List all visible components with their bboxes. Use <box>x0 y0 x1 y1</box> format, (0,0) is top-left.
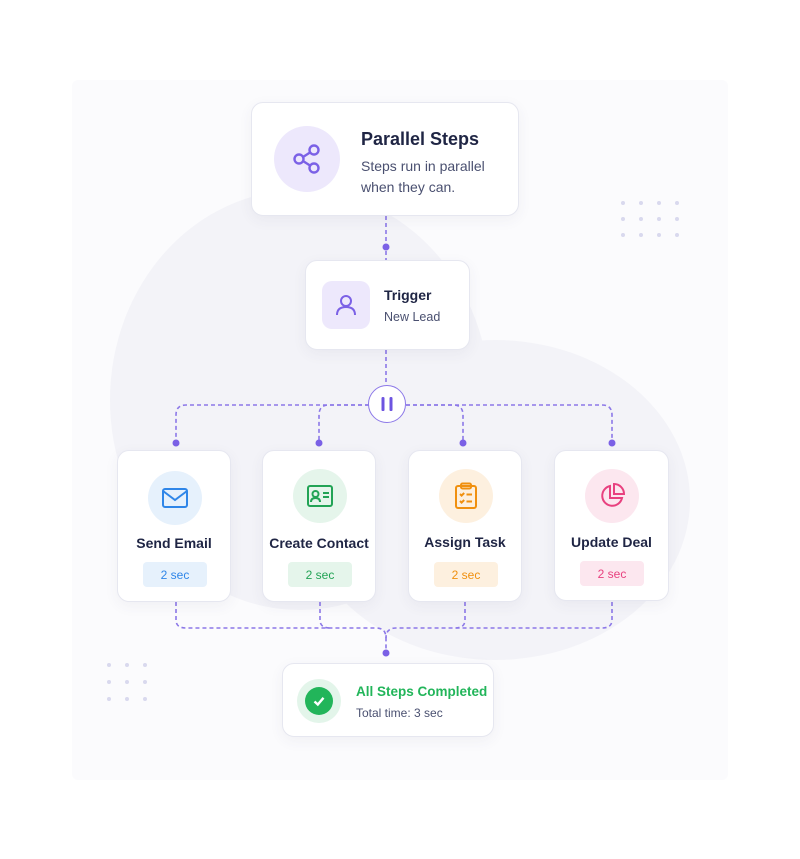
connector-dot <box>459 439 467 447</box>
clipboard-icon <box>439 469 493 523</box>
parallel-node[interactable] <box>368 385 406 423</box>
share-icon <box>274 126 340 192</box>
trigger-title: Trigger <box>384 287 432 303</box>
dot-grid-bottom-left <box>107 663 147 701</box>
step-time-badge: 2 sec <box>434 562 498 587</box>
header-title: Parallel Steps <box>361 129 480 149</box>
check-icon <box>297 679 341 723</box>
header-desc-line1: Steps run in parallel <box>361 158 485 174</box>
connector-join-right <box>385 602 613 639</box>
connector-split-contact <box>318 404 369 443</box>
header-desc-line2: when they can. <box>361 179 456 195</box>
dot-grid-top-right <box>621 201 679 237</box>
connector-join-left <box>175 602 387 653</box>
step-card-send-email[interactable]: Send Email 2 sec <box>117 450 231 602</box>
header-card: Parallel Steps Steps run in parallel whe… <box>251 102 519 216</box>
step-label: Send Email <box>136 535 212 551</box>
step-card-create-contact[interactable]: Create Contact 2 sec <box>262 450 376 602</box>
connector-dot <box>382 649 390 657</box>
step-label: Create Contact <box>269 535 369 551</box>
step-card-update-deal[interactable]: Update Deal 2 sec <box>554 450 669 601</box>
step-card-assign-task[interactable]: Assign Task 2 sec <box>408 450 522 602</box>
step-time-badge: 2 sec <box>288 562 352 587</box>
result-card: All Steps Completed Total time: 3 sec <box>282 663 494 737</box>
connector-dot <box>382 243 390 251</box>
result-subtitle: Total time: 3 sec <box>356 706 443 720</box>
trigger-subtitle: New Lead <box>384 310 441 324</box>
connector-split-left <box>175 404 369 443</box>
connector-dot <box>172 439 180 447</box>
step-label: Assign Task <box>424 534 506 550</box>
contact-card-icon <box>293 469 347 523</box>
pause-icon <box>381 397 393 411</box>
connector-join-contact <box>319 602 331 629</box>
connector-dot <box>608 439 616 447</box>
mail-icon <box>148 471 202 525</box>
step-time-badge: 2 sec <box>580 561 644 586</box>
connector-split-task <box>406 404 464 443</box>
connector-split-right <box>406 404 613 443</box>
trigger-card[interactable]: Trigger New Lead <box>305 260 470 350</box>
step-time-badge: 2 sec <box>143 562 207 587</box>
connector-dot <box>315 439 323 447</box>
result-title: All Steps Completed <box>356 684 488 699</box>
user-icon <box>322 281 370 329</box>
step-label: Update Deal <box>571 534 652 550</box>
connector-join-task <box>454 602 466 629</box>
pie-chart-icon <box>585 469 639 523</box>
